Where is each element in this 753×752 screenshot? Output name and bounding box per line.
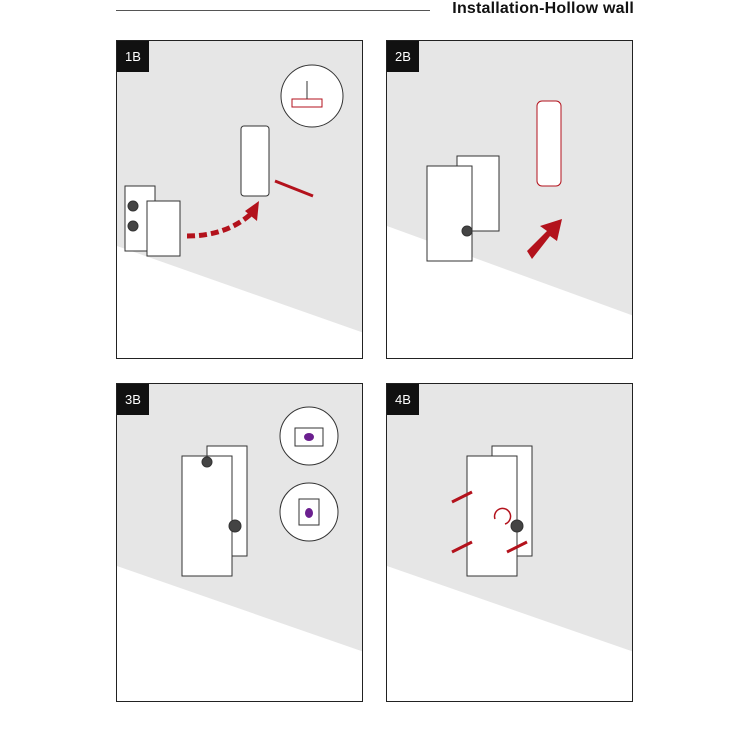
page-title: Installation-Hollow wall: [452, 0, 634, 17]
valve-box-icon: [466, 445, 533, 577]
step-label: 4B: [387, 384, 419, 415]
wall-cutout-icon: [536, 100, 562, 187]
valve-box-icon: [426, 155, 500, 262]
template-block-icon: [240, 125, 270, 197]
step-panel-2b: 2B: [386, 40, 633, 359]
step-label: 3B: [117, 384, 149, 415]
header-rule: [116, 10, 430, 11]
step-panel-4b: 4B: [386, 383, 633, 702]
rotate-arrow-icon: [493, 507, 512, 525]
valve-box-icon: [124, 185, 181, 257]
screw-icon: [451, 490, 473, 504]
screw-icon: [451, 540, 473, 554]
step-3b-illustration: [117, 384, 362, 652]
step-4b-illustration: [387, 384, 632, 652]
step-panel-3b: 3B: [116, 383, 363, 702]
arrow-icon: [527, 219, 562, 259]
dashed-arrow-icon: [186, 211, 254, 239]
step-2b-illustration: [387, 41, 632, 316]
valve-box-icon: [181, 445, 248, 577]
screw-icon: [274, 179, 314, 198]
step-panel-1b: 1B: [116, 40, 363, 359]
screw-icon: [506, 540, 528, 554]
step-label: 1B: [117, 41, 149, 72]
step-label: 2B: [387, 41, 419, 72]
detail-circle-icon: [280, 64, 344, 128]
step-1b-illustration: [117, 41, 362, 333]
